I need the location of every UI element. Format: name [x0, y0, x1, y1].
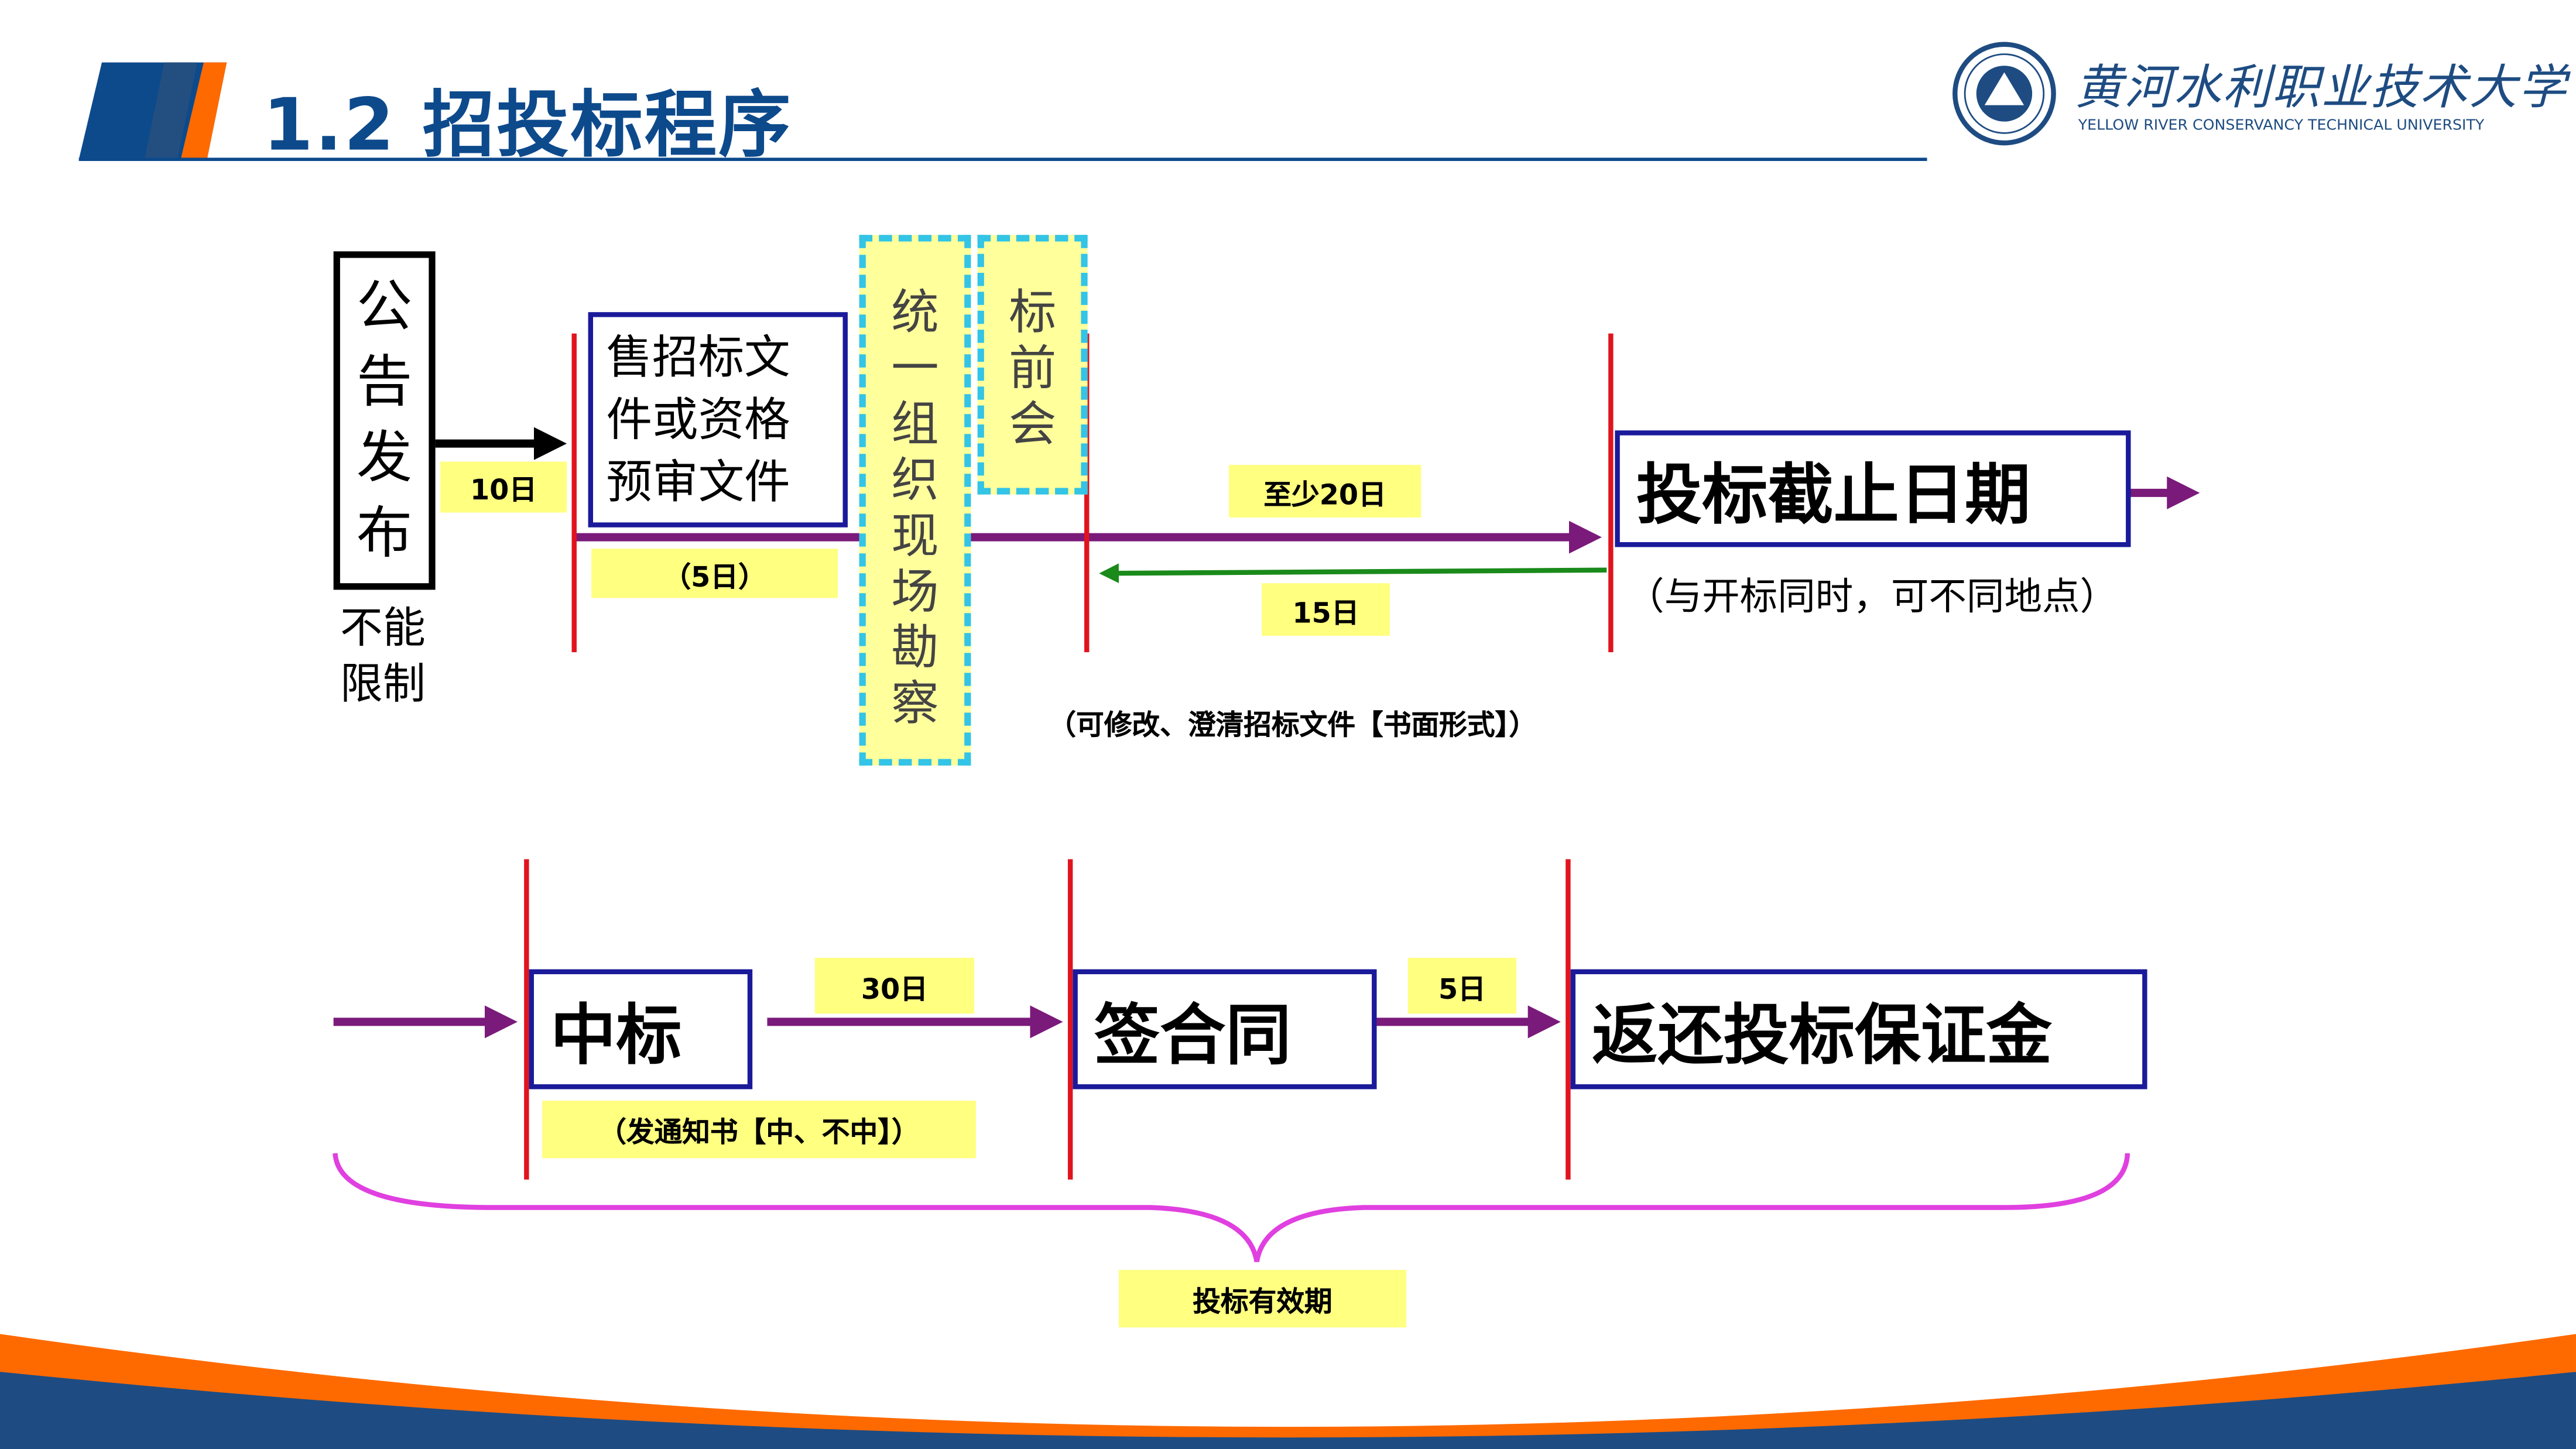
university-name-en: YELLOW RIVER CONSERVANCY TECHNICAL UNIVE… — [2078, 118, 2485, 135]
announce-note: 不能限制 — [340, 604, 426, 710]
site-visit-label: 统一组织现场勘察 — [891, 284, 939, 731]
timeline-marker — [1608, 333, 1614, 653]
sell-docs-box: 售招标文件或资格预审文件 — [588, 312, 848, 527]
header-underline — [78, 157, 1927, 161]
refund-deposit-box: 返还投标保证金 — [1570, 969, 2147, 1090]
deadline-note: （与开标同时，可不同地点） — [1626, 576, 2118, 619]
timeline-marker — [1067, 859, 1073, 1180]
sell-docs-label: 售招标文件或资格预审文件 — [606, 329, 790, 509]
bottom-blue-wave — [0, 1372, 2576, 1449]
bottom-orange-wave — [0, 1334, 2576, 1449]
announce-box: 公告发布 — [333, 251, 436, 590]
refund-deposit-label: 返还投标保证金 — [1592, 998, 2052, 1074]
deadline-box: 投标截止日期 — [1615, 430, 2131, 547]
pre-bid-meeting-label: 标前会 — [1008, 284, 1057, 452]
timeline-marker — [571, 333, 577, 653]
announce-label: 公告发布 — [356, 274, 413, 567]
label-15-days: 15日 — [1262, 583, 1390, 636]
notice-label: （发通知书【中、不中】） — [542, 1101, 976, 1159]
site-visit-box: 统一组织现场勘察 — [859, 235, 971, 766]
label-at-least-20-days: 至少20日 — [1228, 465, 1421, 518]
contract-box: 签合同 — [1073, 969, 1377, 1090]
deadline-label: 投标截止日期 — [1636, 457, 2031, 533]
university-name-cn: 黄河水利职业技术大学 — [2075, 59, 2568, 115]
win-bid-label: 中标 — [550, 998, 682, 1074]
timeline-marker — [524, 859, 529, 1180]
header-orange-stripe — [180, 62, 227, 160]
validity-brace — [333, 1153, 2130, 1262]
page-title: 1.2 招投标程序 — [262, 84, 793, 168]
modify-note: （可修改、澄清招标文件【书面形式】） — [1048, 710, 1537, 743]
label-30-days: 30日 — [814, 957, 975, 1014]
university-logo-icon — [1952, 42, 2056, 146]
win-bid-box: 中标 — [529, 969, 753, 1090]
pre-bid-meeting-box: 标前会 — [977, 235, 1088, 495]
validity-label: 投标有效期 — [1118, 1270, 1407, 1328]
timeline-marker — [1566, 859, 1571, 1180]
contract-label: 签合同 — [1094, 998, 1292, 1074]
label-5-days: （5日） — [591, 549, 838, 598]
label-5-days-refund: 5日 — [1407, 957, 1517, 1014]
header-stripe — [144, 62, 197, 160]
label-10-days: 10日 — [440, 461, 567, 513]
arrow-15-days — [1099, 563, 1607, 584]
